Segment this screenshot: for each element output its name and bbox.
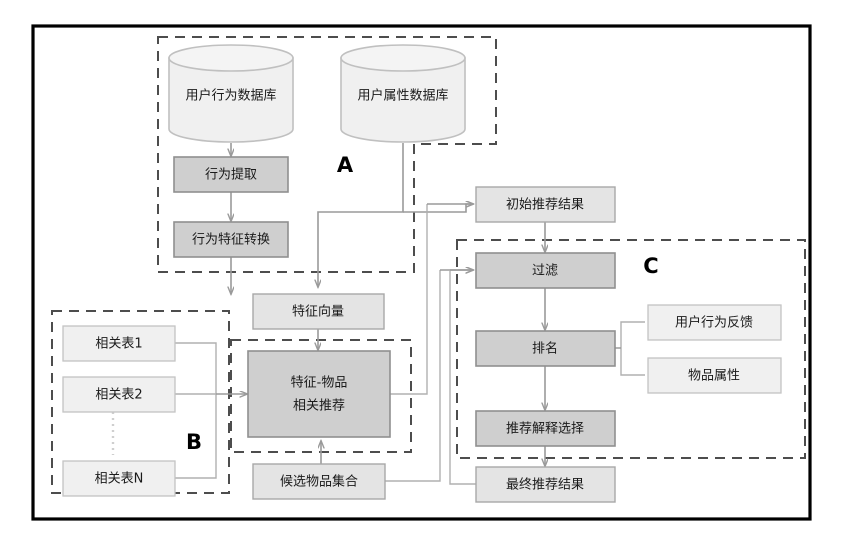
node-ranking: 排名 [475,330,616,367]
node-candidate-item-set-label: 候选物品集合 [280,474,358,490]
node-relation-table-2-label: 相关表2 [95,388,142,403]
edge-attrdb-to-initialresult [403,204,473,213]
node-behavior-extract-label: 行为提取 [205,167,257,183]
group-label-c: C [643,254,658,278]
node-user-behavior-feedback: 用户行为反馈 [647,304,782,341]
node-explain-select-label: 推荐解释选择 [506,422,584,437]
edge-candidate-to-filter-run [385,270,441,482]
node-relation-table-n-label: 相关表N [95,472,144,487]
edge-feedback-bus-bottom [620,348,645,376]
node-candidate-item-set: 候选物品集合 [252,463,386,500]
node-feature-item-recommend-line2: 相关推荐 [293,399,345,414]
node-user-behavior-db-label: 用户行为数据库 [185,88,276,104]
node-initial-result: 初始推荐结果 [475,186,616,223]
node-relation-table-n: 相关表N [62,460,176,497]
node-user-attr-db-label: 用户属性数据库 [357,88,448,104]
node-user-behavior-feedback-label: 用户行为反馈 [675,315,753,331]
node-behavior-extract: 行为提取 [173,156,289,193]
node-filter: 过滤 [475,252,616,289]
node-feature-item-recommend-line1: 特征-物品 [291,376,348,391]
edge-attrdb-to-featurevector [318,143,404,287]
node-relation-table-2: 相关表2 [62,376,176,413]
group-label-a: A [337,153,354,177]
node-user-attr-db: 用户属性数据库 [340,44,466,143]
edge-feedback-bus-top [620,321,645,348]
node-behavior-feature-transform: 行为特征转换 [173,221,289,258]
group-label-b: B [186,430,202,454]
node-item-attribute-label: 物品属性 [688,369,740,384]
node-ranking-label: 排名 [532,341,558,357]
node-item-attribute: 物品属性 [647,357,782,394]
edge-tablen-bus [175,394,217,479]
node-relation-table-1: 相关表1 [62,325,176,362]
edge-table1-bus [175,342,217,394]
node-feature-item-recommend: 特征-物品 相关推荐 [247,350,391,438]
node-behavior-feature-transform-label: 行为特征转换 [192,233,270,248]
outer-frame [31,24,812,521]
group-a-boundary [157,36,497,273]
node-filter-label: 过滤 [532,264,558,279]
group-c-boundary [456,239,806,459]
node-feature-vector-label: 特征向量 [292,304,344,320]
node-initial-result-label: 初始推荐结果 [506,198,584,213]
node-relation-table-1-label: 相关表1 [95,337,142,352]
node-user-behavior-db: 用户行为数据库 [168,44,294,143]
node-final-result-label: 最终推荐结果 [506,477,584,493]
node-explain-select: 推荐解释选择 [475,410,616,447]
node-feature-vector: 特征向量 [252,293,385,330]
node-final-result: 最终推荐结果 [475,466,616,503]
edge-recommend-to-initial-run [390,204,428,395]
